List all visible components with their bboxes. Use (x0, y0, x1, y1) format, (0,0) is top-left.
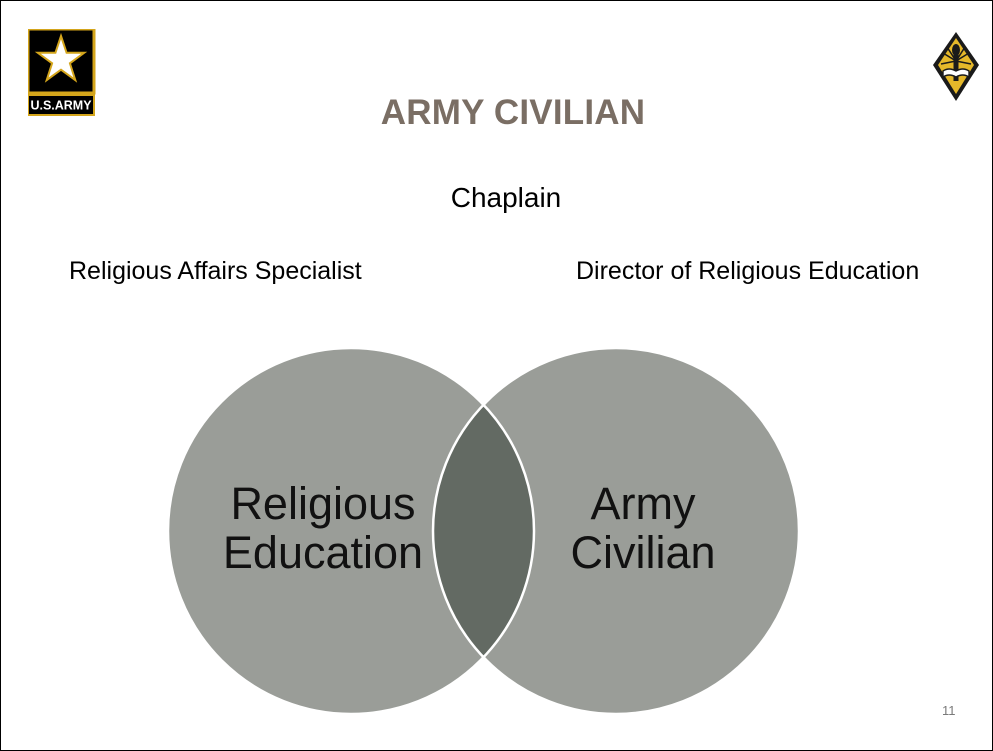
army-logo: U.S.ARMY (28, 29, 98, 116)
venn-circle-right (433, 348, 799, 714)
venn-circle-left-outline (166, 346, 536, 716)
venn-right-label-line2: Civilian (570, 527, 715, 578)
venn-right-label-line1: Army (591, 478, 696, 529)
venn-circle-left (168, 348, 534, 714)
chaplain-insignia (931, 31, 981, 103)
page-number: 11 (942, 703, 956, 718)
venn-circle-right-outline (431, 346, 801, 716)
army-star-icon: U.S.ARMY (28, 29, 96, 116)
chaplain-insignia-icon (933, 32, 979, 101)
venn-left-label-line2: Education (223, 527, 423, 578)
army-logo-text: U.S.ARMY (30, 99, 92, 113)
role-label-left: Religious Affairs Specialist (69, 257, 362, 285)
slide-title: ARMY CIVILIAN (380, 93, 646, 132)
role-label-right: Director of Religious Education (576, 257, 920, 285)
role-label-top: Chaplain (450, 182, 562, 213)
venn-left-label-line1: Religious (230, 478, 415, 529)
